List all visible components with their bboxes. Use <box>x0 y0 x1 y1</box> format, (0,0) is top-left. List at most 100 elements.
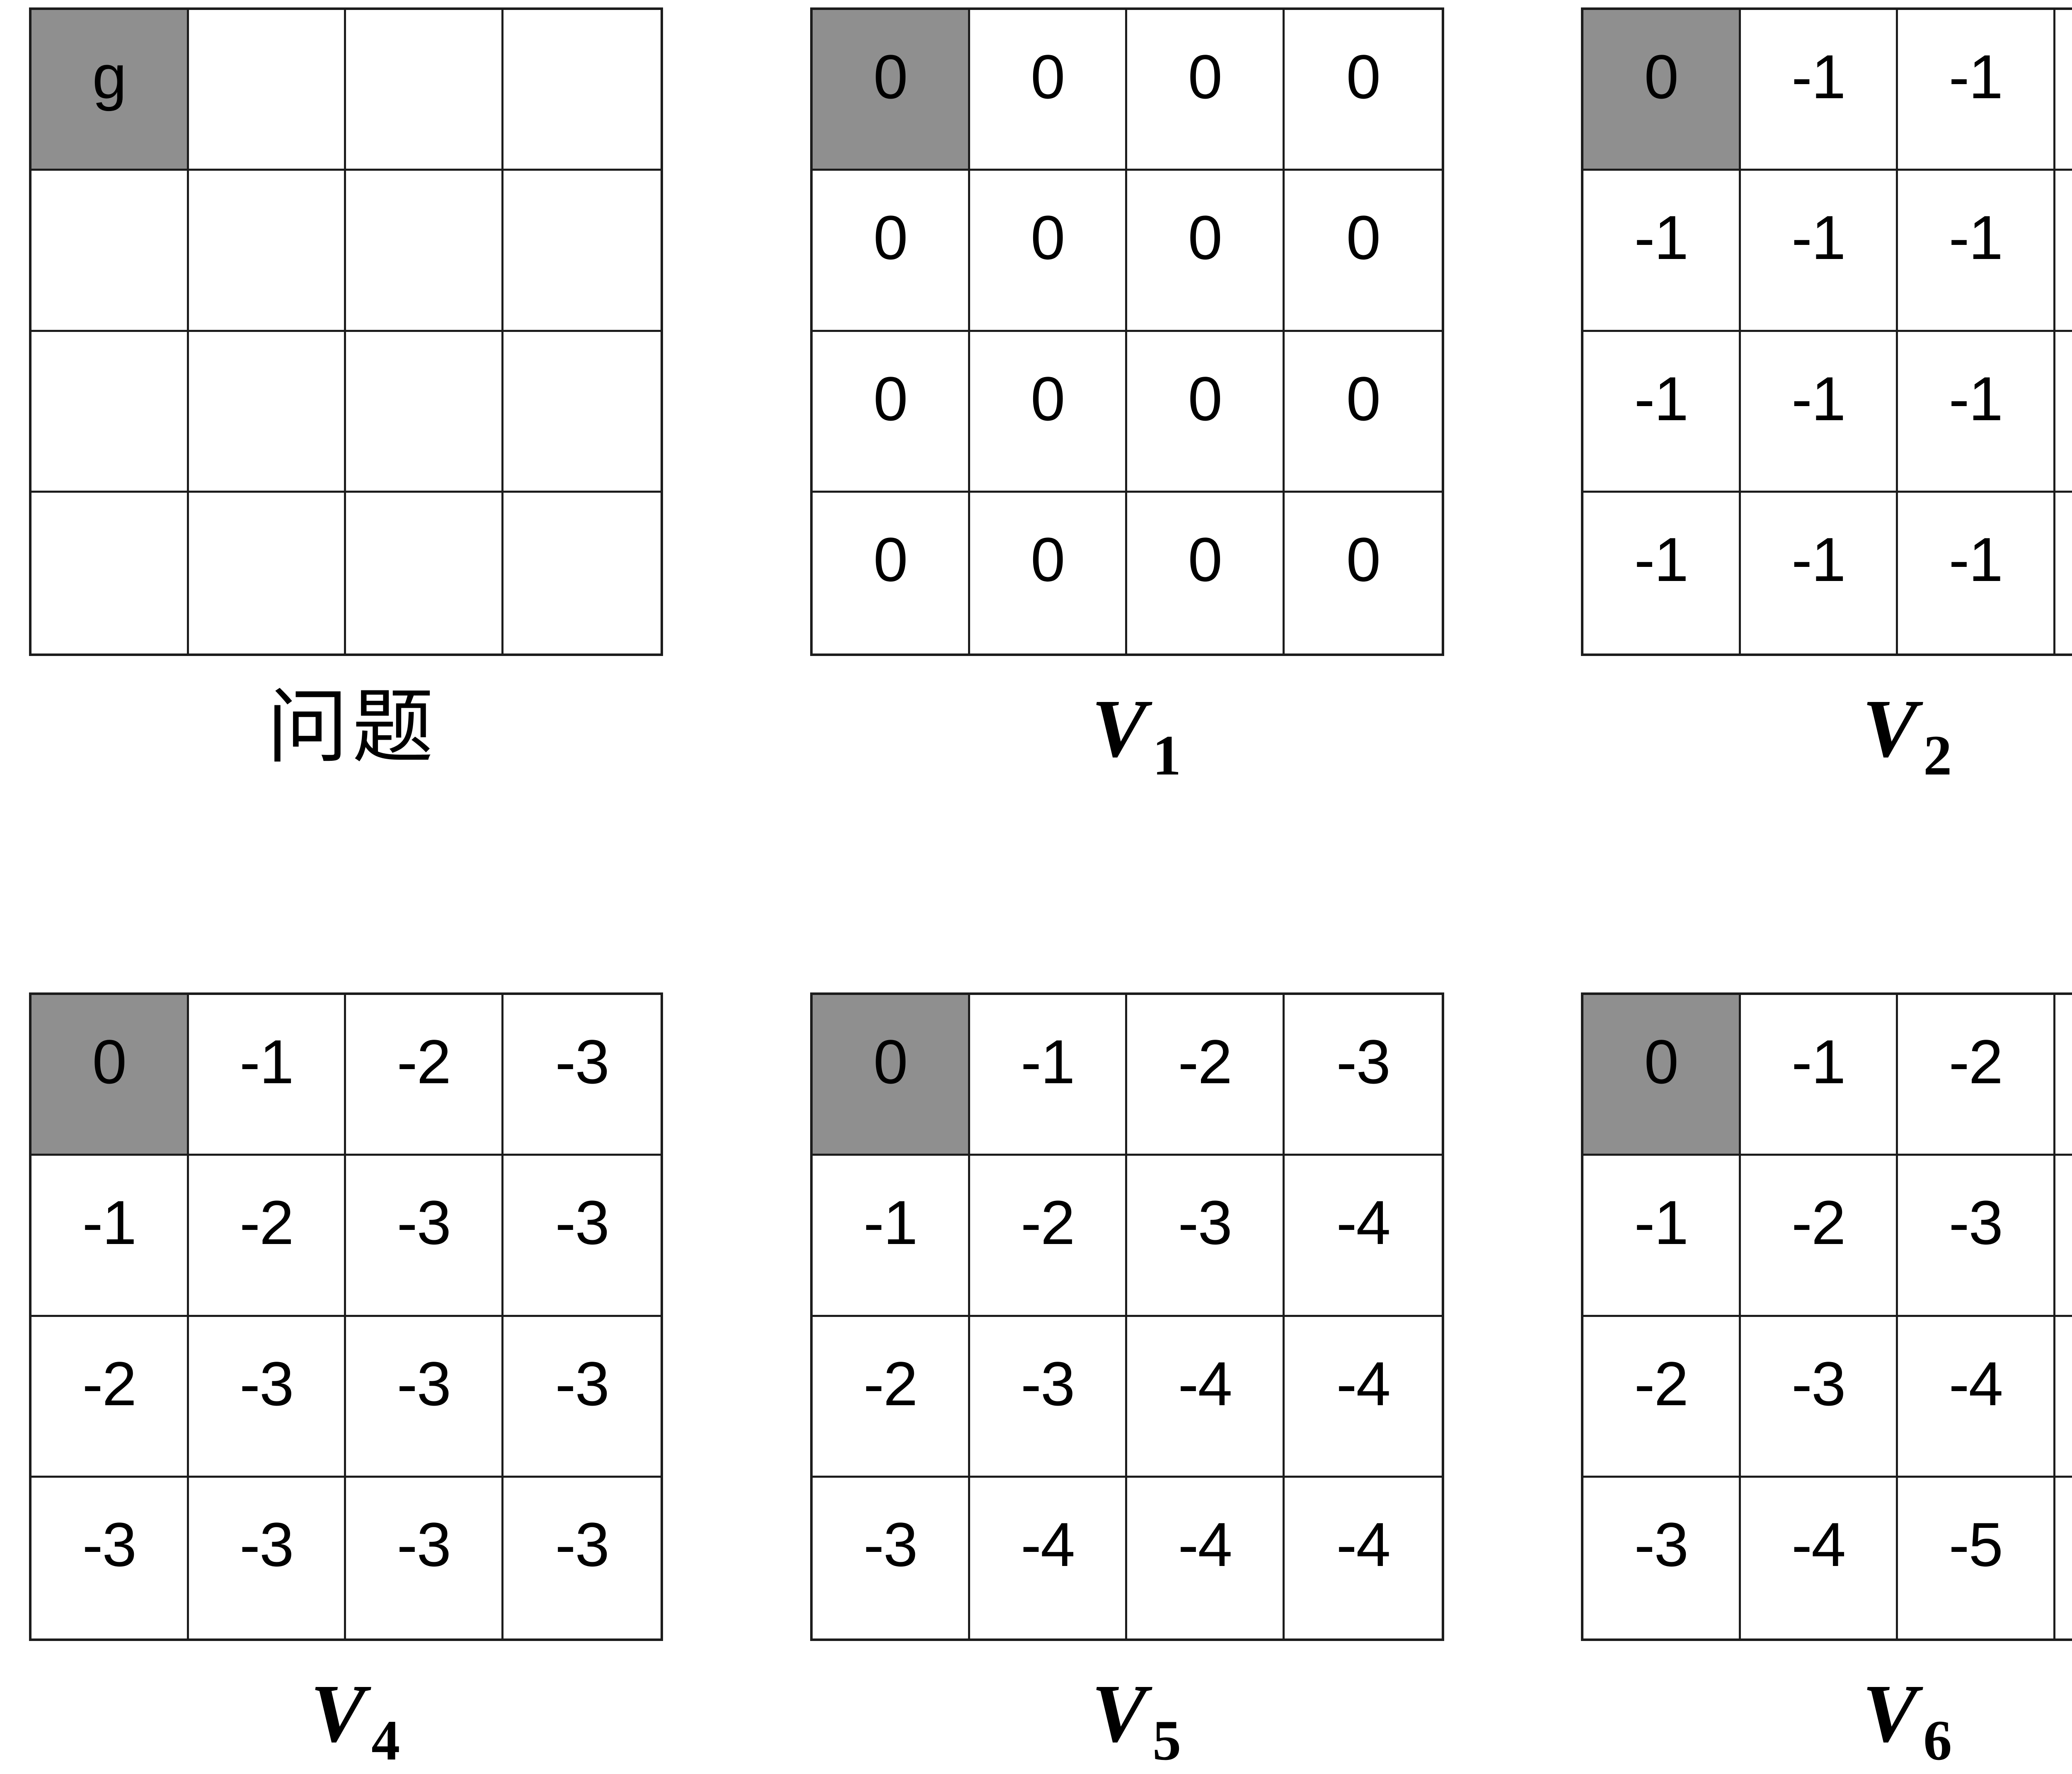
cell-v1-r0c2: 0 <box>1127 10 1285 171</box>
value-grid-problem: g <box>29 7 663 656</box>
cell-v5-r0c0: 0 <box>813 995 970 1156</box>
cell-problem-r1c2 <box>346 171 503 332</box>
cell-problem-r0c2 <box>346 10 503 171</box>
cell-problem-r1c1 <box>189 171 346 332</box>
cell-problem-r3c2 <box>346 492 503 653</box>
cell-v4-r2c0: -2 <box>31 1317 189 1478</box>
cell-v1-r3c2: 0 <box>1127 492 1285 653</box>
value-grid-v6: 0-1-2-3-1-2-3-4-2-3-4-5-3-4-5-5 <box>1581 992 2072 1641</box>
cell-v2-r3c3: -1 <box>2055 492 2072 653</box>
cell-problem-r0c1 <box>189 10 346 171</box>
cell-v2-r2c1: -1 <box>1740 332 1898 493</box>
grid-label-subscript-v2: 2 <box>1923 724 1952 787</box>
cell-v1-r3c0: 0 <box>813 492 970 653</box>
cell-problem-r2c1 <box>189 332 346 493</box>
cell-v4-r1c1: -2 <box>189 1156 346 1317</box>
cell-v2-r1c0: -1 <box>1583 171 1741 332</box>
cell-problem-r2c3 <box>503 332 661 493</box>
grid-label-symbol-v2: V <box>1862 683 1918 774</box>
value-grid-v5: 0-1-2-3-1-2-3-4-2-3-4-4-3-4-4-4 <box>810 992 1444 1641</box>
cell-problem-r2c2 <box>346 332 503 493</box>
cell-v1-r0c1: 0 <box>970 10 1127 171</box>
cell-v2-r1c1: -1 <box>1740 171 1898 332</box>
cell-v1-r1c1: 0 <box>970 171 1127 332</box>
cell-problem-r0c0: g <box>31 10 189 171</box>
cell-v4-r1c0: -1 <box>31 1156 189 1317</box>
cell-v6-r3c3: -5 <box>2055 1477 2072 1638</box>
cell-v4-r1c3: -3 <box>503 1156 661 1317</box>
cell-problem-r3c0 <box>31 492 189 653</box>
grid-label-symbol-v1: V <box>1091 683 1147 774</box>
grid-panel-v6: 0-1-2-3-1-2-3-4-2-3-4-5-3-4-5-5V6 <box>1581 992 2072 1769</box>
cell-v6-r1c3: -4 <box>2055 1156 2072 1317</box>
cell-v2-r1c3: -1 <box>2055 171 2072 332</box>
cell-v6-r2c0: -2 <box>1583 1317 1741 1478</box>
cell-v2-r0c0: 0 <box>1583 10 1741 171</box>
cell-v1-r1c2: 0 <box>1127 171 1285 332</box>
cell-v6-r3c1: -4 <box>1740 1477 1898 1638</box>
cell-v5-r3c3: -4 <box>1284 1477 1442 1638</box>
cell-v6-r1c1: -2 <box>1740 1156 1898 1317</box>
cell-v6-r0c3: -3 <box>2055 995 2072 1156</box>
cell-v5-r2c3: -4 <box>1284 1317 1442 1478</box>
cell-v4-r2c3: -3 <box>503 1317 661 1478</box>
cell-v5-r2c0: -2 <box>813 1317 970 1478</box>
cell-v1-r0c0: 0 <box>813 10 970 171</box>
cell-v5-r2c2: -4 <box>1127 1317 1285 1478</box>
cell-v4-r3c1: -3 <box>189 1477 346 1638</box>
grid-label-subscript-v1: 1 <box>1152 724 1181 787</box>
grid-label-subscript-v6: 6 <box>1923 1709 1952 1772</box>
cell-v5-r3c2: -4 <box>1127 1477 1285 1638</box>
cell-v5-r0c3: -3 <box>1284 995 1442 1156</box>
cell-v1-r2c2: 0 <box>1127 332 1285 493</box>
cell-v2-r0c1: -1 <box>1740 10 1898 171</box>
cell-v1-r3c1: 0 <box>970 492 1127 653</box>
cell-v6-r1c2: -3 <box>1898 1156 2055 1317</box>
cell-v5-r1c0: -1 <box>813 1156 970 1317</box>
grid-label-symbol-v4: V <box>310 1668 366 1759</box>
cell-problem-r3c1 <box>189 492 346 653</box>
cell-v6-r0c1: -1 <box>1740 995 1898 1156</box>
cell-v4-r0c1: -1 <box>189 995 346 1156</box>
value-grid-v2: 0-1-1-1-1-1-1-1-1-1-1-1-1-1-1-1 <box>1581 7 2072 656</box>
cell-v5-r0c2: -2 <box>1127 995 1285 1156</box>
cell-v6-r3c2: -5 <box>1898 1477 2055 1638</box>
cell-v2-r2c0: -1 <box>1583 332 1741 493</box>
grid-panel-v2: 0-1-1-1-1-1-1-1-1-1-1-1-1-1-1-1V2 <box>1581 7 2072 784</box>
cell-v5-r3c1: -4 <box>970 1477 1127 1638</box>
cell-problem-r2c0 <box>31 332 189 493</box>
cell-v6-r0c2: -2 <box>1898 995 2055 1156</box>
cell-v2-r3c1: -1 <box>1740 492 1898 653</box>
grid-label-symbol-v6: V <box>1862 1668 1918 1759</box>
grid-label-symbol-v5: V <box>1091 1668 1147 1759</box>
cell-problem-r1c3 <box>503 171 661 332</box>
cell-v1-r2c3: 0 <box>1284 332 1442 493</box>
cell-v2-r0c3: -1 <box>2055 10 2072 171</box>
cell-v4-r2c2: -3 <box>346 1317 503 1478</box>
cell-v4-r3c3: -3 <box>503 1477 661 1638</box>
cell-v1-r0c3: 0 <box>1284 10 1442 171</box>
cell-v2-r3c0: -1 <box>1583 492 1741 653</box>
cell-v6-r3c0: -3 <box>1583 1477 1741 1638</box>
cell-v6-r0c0: 0 <box>1583 995 1741 1156</box>
cell-v1-r1c3: 0 <box>1284 171 1442 332</box>
cell-v4-r1c2: -3 <box>346 1156 503 1317</box>
cell-v4-r0c0: 0 <box>31 995 189 1156</box>
cell-v5-r1c2: -3 <box>1127 1156 1285 1317</box>
cell-v4-r3c2: -3 <box>346 1477 503 1638</box>
cell-problem-r0c3 <box>503 10 661 171</box>
grid-label-subscript-v4: 4 <box>371 1709 400 1772</box>
cell-v5-r1c3: -4 <box>1284 1156 1442 1317</box>
cell-v5-r0c1: -1 <box>970 995 1127 1156</box>
grid-label-problem: 问题 <box>266 680 438 774</box>
cell-v6-r2c2: -4 <box>1898 1317 2055 1478</box>
grid-label-subscript-v5: 5 <box>1152 1709 1181 1772</box>
cell-v2-r2c2: -1 <box>1898 332 2055 493</box>
